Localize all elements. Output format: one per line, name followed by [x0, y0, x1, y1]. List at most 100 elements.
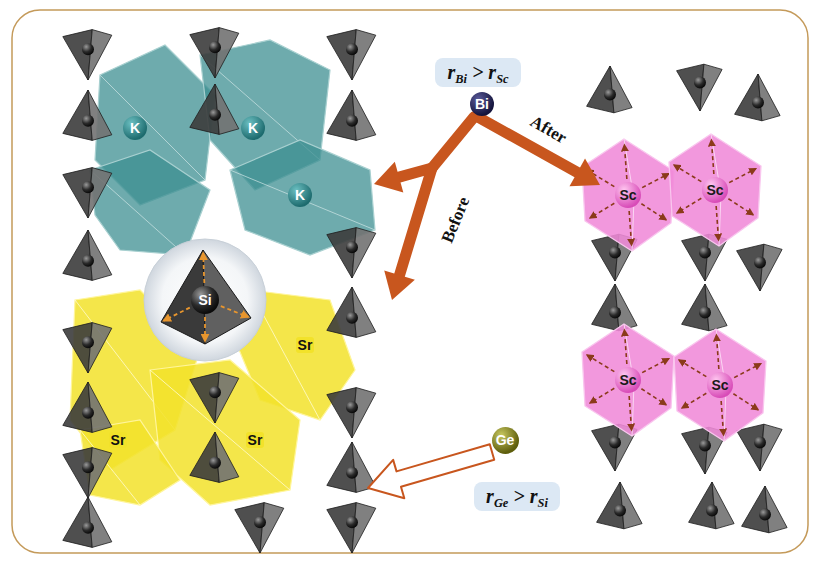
- sr-polyhedron: [80, 420, 180, 505]
- radius-formula: rGe > rSi: [474, 482, 560, 511]
- frame: [12, 10, 808, 553]
- bond-arrow: [587, 355, 614, 372]
- bi-atom: Bi: [470, 92, 494, 116]
- formula-part: >: [508, 485, 529, 507]
- bond-arrow: [624, 145, 626, 179]
- bond-arrow: [728, 199, 753, 215]
- bond-arrow: [164, 308, 190, 321]
- k-atom: K: [288, 183, 312, 207]
- atom-sphere: [82, 255, 94, 267]
- ge-atom: Ge: [492, 427, 519, 454]
- tetrahedron-face: [88, 323, 112, 373]
- bond-arrow: [642, 359, 668, 373]
- tetrahedron-face: [765, 486, 787, 533]
- atom-sphere: [604, 89, 616, 101]
- tetrahedron-face: [88, 497, 112, 547]
- atom-sphere: [209, 457, 221, 469]
- atom-label: Sc: [619, 187, 636, 203]
- atom-sphere: [209, 41, 221, 53]
- si-tetrahedron-circle: Si: [143, 238, 267, 362]
- tetrahedron-face: [88, 230, 112, 280]
- tetrahedron-face: [620, 482, 642, 529]
- atom-sphere: [699, 307, 711, 319]
- atom-sphere: [609, 246, 621, 258]
- tetrahedron-face: [615, 284, 637, 331]
- atom-label: Ge: [496, 432, 515, 448]
- atom-sphere: [346, 401, 358, 413]
- polyhedron-edge: [80, 430, 140, 505]
- radius-formula: rBi > rSc: [435, 58, 520, 87]
- atom-sphere: [699, 246, 711, 258]
- bond-arrow: [729, 169, 755, 183]
- bond-arrow: [204, 317, 206, 341]
- arrow-head: [384, 270, 415, 300]
- atom-sphere: [609, 436, 621, 448]
- bond-arrow: [221, 306, 248, 317]
- atom-sphere: [694, 76, 706, 88]
- bond-arrow: [641, 389, 666, 405]
- formula-subscript: Si: [538, 496, 548, 510]
- tetrahedron-face: [760, 424, 782, 471]
- atom-sphere: [752, 97, 764, 109]
- bond-arrow: [679, 360, 706, 377]
- atom-sphere: [346, 467, 358, 479]
- k-atom: K: [123, 116, 147, 140]
- k-polyhedron: [90, 150, 210, 255]
- atom-sphere: [209, 386, 221, 398]
- formula-subscript: Ge: [494, 496, 508, 510]
- atom-sphere: [346, 115, 358, 127]
- bond-arrow: [711, 140, 713, 174]
- sc-atom: Sc: [615, 367, 641, 393]
- before-arrow: [432, 117, 474, 168]
- atom-label: Sc: [711, 377, 728, 393]
- tetrahedron-face: [88, 90, 112, 140]
- formula-text: rBi > rSc: [447, 61, 508, 84]
- sc-atom: Sc: [615, 182, 641, 208]
- highlight-circle: [144, 239, 266, 361]
- bond-arrow: [682, 393, 706, 408]
- tetrahedron-face: [705, 284, 727, 331]
- atom-sphere: [754, 256, 766, 268]
- atom-label: K: [248, 120, 258, 136]
- sc-octahedron: [674, 329, 766, 441]
- atom-sphere: [254, 516, 266, 528]
- atom-sphere: [614, 505, 626, 517]
- bond-arrow: [590, 203, 614, 218]
- atom-sphere: [759, 509, 771, 521]
- atom-label: Sc: [619, 372, 636, 388]
- formula-part: r: [488, 61, 496, 83]
- bond-arrow: [642, 174, 668, 188]
- bond-arrow: [716, 206, 718, 240]
- bond-arrow: [674, 165, 701, 182]
- tetrahedron-face: [610, 66, 632, 113]
- atom-sphere: [609, 307, 621, 319]
- formula-subscript: Bi: [455, 72, 467, 86]
- polyhedron-edge: [230, 170, 375, 230]
- formula-text: rGe > rSi: [486, 485, 548, 508]
- atom-label: Sc: [706, 182, 723, 198]
- arrow-head: [570, 158, 600, 186]
- atom-label: Bi: [475, 96, 489, 112]
- sr-atom-label: Sr: [246, 432, 265, 448]
- atom-sphere: [82, 407, 94, 419]
- tetrahedron-face: [352, 503, 376, 553]
- bond-arrow: [590, 388, 614, 403]
- k-atom: K: [241, 116, 265, 140]
- sc-atom: Sc: [707, 372, 733, 398]
- atom-sphere: [82, 181, 94, 193]
- tetrahedron-face: [352, 90, 376, 140]
- tetrahedron-face: [352, 287, 376, 337]
- atom-label: K: [295, 187, 305, 203]
- sr-atom-label: Sr: [296, 337, 315, 353]
- formula-subscript: Sc: [496, 72, 508, 86]
- formula-part: >: [467, 61, 488, 83]
- atom-sphere: [346, 241, 358, 253]
- atom-sphere: [82, 43, 94, 55]
- bond-arrow: [624, 330, 626, 364]
- tetrahedron-face: [88, 382, 112, 432]
- atom-sphere: [82, 461, 94, 473]
- bond-arrow: [721, 401, 723, 435]
- atom-sphere: [82, 522, 94, 534]
